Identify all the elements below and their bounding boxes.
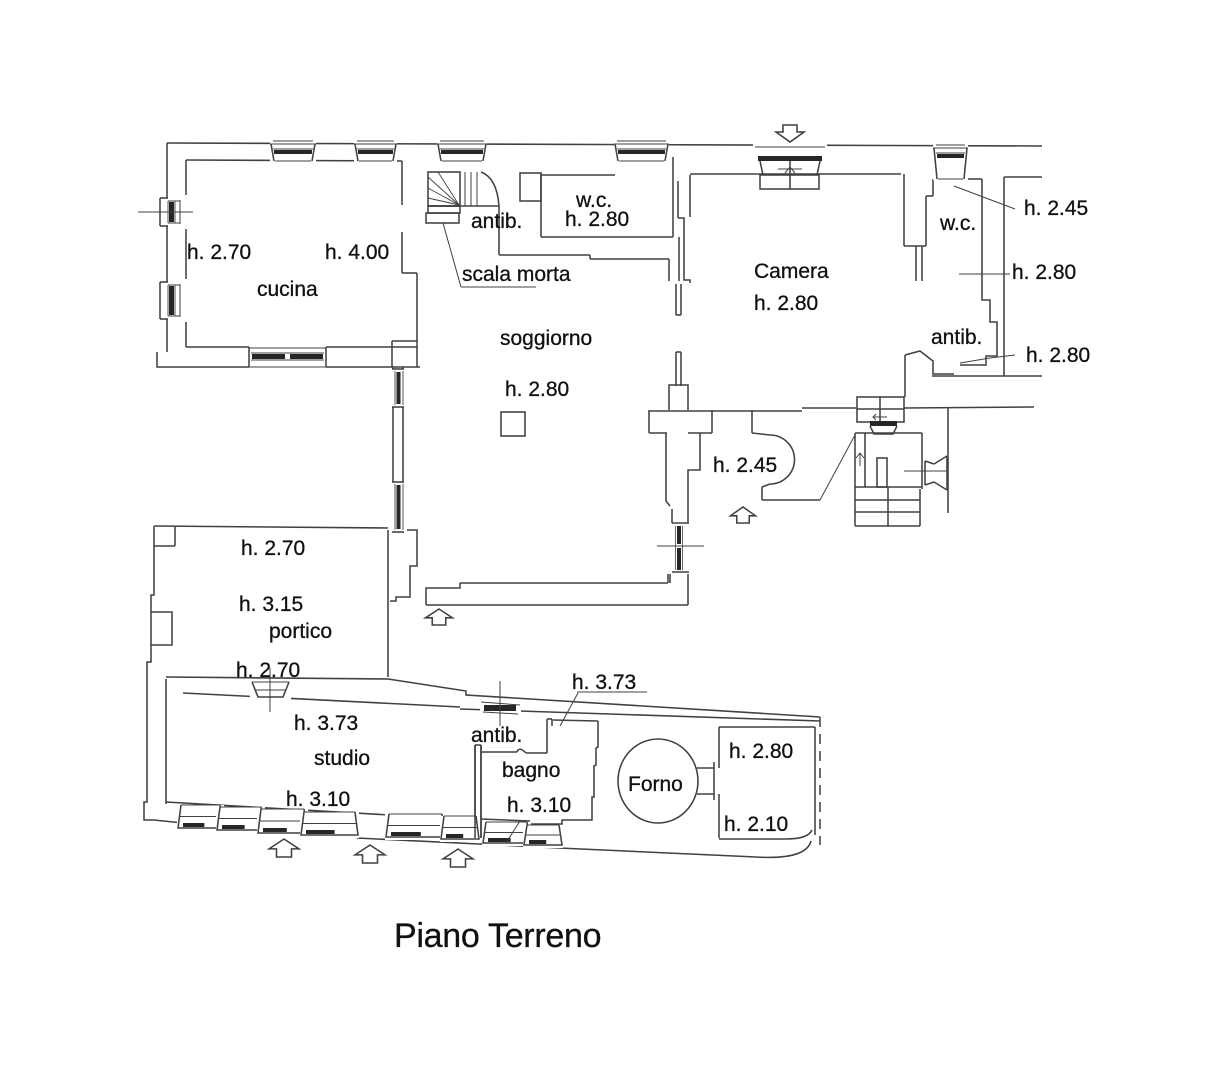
svg-text:Camera: Camera [754,260,829,283]
svg-text:h. 2.80: h. 2.80 [754,292,818,315]
svg-text:h. 2.80: h. 2.80 [505,378,569,401]
svg-text:Forno: Forno [628,773,683,796]
svg-text:h. 3.73: h. 3.73 [294,712,358,735]
svg-text:h. 3.10: h. 3.10 [507,794,571,817]
svg-text:cucina: cucina [257,278,318,301]
svg-text:h. 3.15: h. 3.15 [239,593,303,616]
svg-text:antib.: antib. [931,326,982,349]
svg-text:antib.: antib. [471,210,522,233]
svg-text:soggiorno: soggiorno [500,327,592,350]
svg-text:h. 2.70: h. 2.70 [236,659,300,682]
svg-text:studio: studio [314,747,370,770]
svg-text:h. 2.45: h. 2.45 [1024,197,1088,220]
svg-text:portico: portico [269,620,332,643]
svg-text:h. 2.80: h. 2.80 [729,740,793,763]
svg-text:h. 2.70: h. 2.70 [187,241,251,264]
svg-text:Piano Terreno: Piano Terreno [394,917,601,955]
svg-text:h. 3.10: h. 3.10 [286,788,350,811]
svg-text:h. 2.70: h. 2.70 [241,537,305,560]
svg-text:w.c.: w.c. [575,189,612,212]
svg-text:w.c.: w.c. [939,212,976,235]
svg-text:h. 2.80: h. 2.80 [1012,261,1076,284]
svg-text:h. 2.10: h. 2.10 [724,813,788,836]
svg-text:bagno: bagno [502,759,560,782]
svg-text:h. 3.73: h. 3.73 [572,671,636,694]
svg-text:h. 4.00: h. 4.00 [325,241,389,264]
svg-text:h. 2.80: h. 2.80 [1026,344,1090,367]
svg-text:h. 2.45: h. 2.45 [713,454,777,477]
svg-text:scala morta: scala morta [462,263,571,286]
svg-text:h. 2.80: h. 2.80 [565,208,629,231]
svg-text:antib.: antib. [471,724,522,747]
